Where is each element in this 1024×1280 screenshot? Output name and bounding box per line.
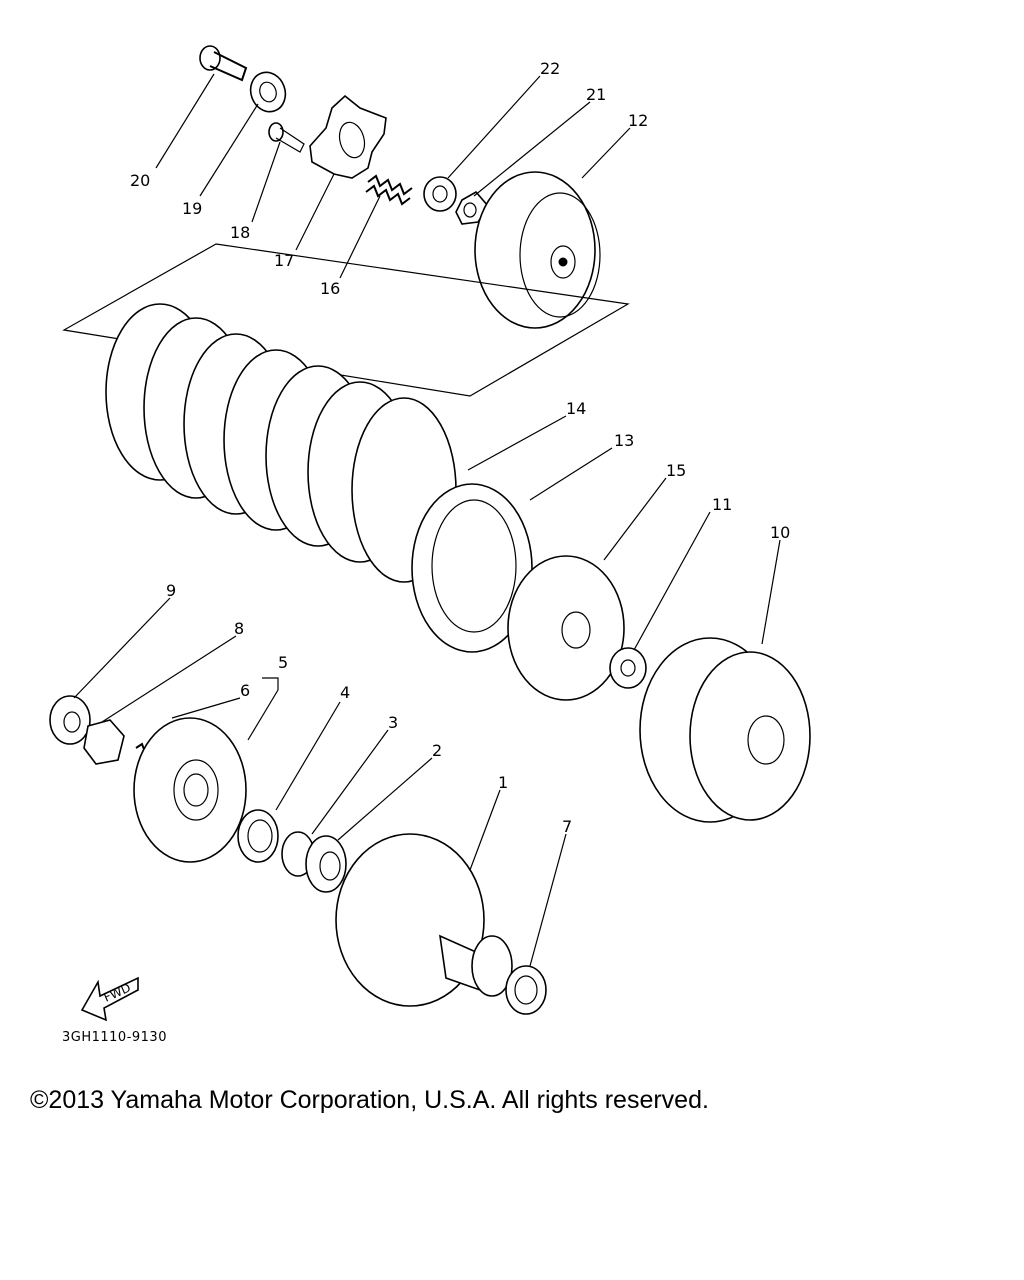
part-4-washer <box>237 809 279 863</box>
part-16-spring <box>365 174 413 206</box>
callout-7: 7 <box>562 817 572 836</box>
callout-18: 18 <box>230 223 250 242</box>
callout-17: 17 <box>274 251 294 270</box>
callout-20: 20 <box>130 171 150 190</box>
part-9-washer <box>49 695 91 745</box>
part-11-washer <box>609 647 647 689</box>
callout-labels: 20 19 18 17 16 22 21 12 14 13 15 11 10 9… <box>130 59 790 836</box>
callout-19: 19 <box>182 199 202 218</box>
part-15-plate <box>507 555 625 701</box>
part-20-bolt <box>199 45 248 82</box>
copyright-notice: ©2013 Yamaha Motor Corporation, U.S.A. A… <box>30 1086 709 1114</box>
callout-12: 12 <box>628 111 648 130</box>
part-8-lock-washer <box>83 719 125 765</box>
callout-8: 8 <box>234 619 244 638</box>
leader-lines <box>73 73 781 967</box>
callout-11: 11 <box>712 495 732 514</box>
part-1-primary-drive <box>335 833 513 1007</box>
callout-21: 21 <box>586 85 606 104</box>
part-10-clutch-housing <box>639 637 811 823</box>
part-2-bearing <box>305 835 347 893</box>
part-7-washer <box>505 965 547 1015</box>
clutch-exploded-diagram: FWD 20 19 18 17 16 22 21 12 1 <box>49 45 811 1022</box>
callout-13: 13 <box>614 431 634 450</box>
part-5-centrifugal-clutch <box>133 717 247 863</box>
callout-10: 10 <box>770 523 790 542</box>
clutch-plate-stack <box>105 303 533 653</box>
callout-4: 4 <box>340 683 350 702</box>
callout-22: 22 <box>540 59 560 78</box>
diagram-code: 3GH1110-9130 <box>62 1030 167 1045</box>
callout-6: 6 <box>240 681 250 700</box>
part-12-clutch-boss <box>474 171 601 329</box>
part-22-nut <box>423 176 457 212</box>
callout-9: 9 <box>166 581 176 600</box>
part-18-screw <box>268 122 305 153</box>
callout-15: 15 <box>666 461 686 480</box>
part-17-pressure-plate <box>309 94 387 179</box>
part-19-bearing <box>249 71 287 113</box>
callout-1: 1 <box>498 773 508 792</box>
fwd-arrow-icon: FWD <box>80 976 139 1022</box>
callout-14: 14 <box>566 399 586 418</box>
callout-16: 16 <box>320 279 340 298</box>
callout-5: 5 <box>278 653 288 672</box>
callout-3: 3 <box>388 713 398 732</box>
callout-2: 2 <box>432 741 442 760</box>
assembly-bracket <box>62 243 630 397</box>
